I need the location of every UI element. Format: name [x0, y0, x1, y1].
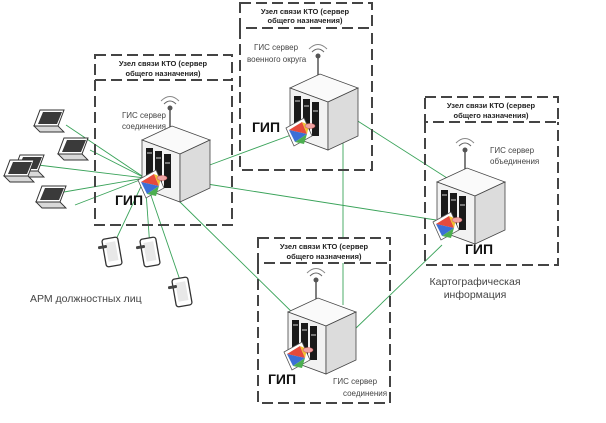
link-bottom-right: [353, 244, 443, 331]
link-laptop-3: [37, 164, 146, 179]
node-bottom: Узел связи КТО (сервер общего назначения…: [257, 237, 391, 404]
server-role: военного округа: [247, 55, 307, 64]
gip-label: ГИП: [268, 371, 296, 387]
node-header: Узел связи КТО (сервер: [119, 59, 208, 68]
node-header-box: [94, 54, 233, 81]
node-top: Узел связи КТО (сервер общего назначения…: [239, 2, 373, 171]
node-header: общего назначения): [454, 111, 529, 120]
node-header-box: [239, 2, 373, 29]
link-tablet-3: [144, 177, 183, 287]
link-laptop-2: [89, 149, 146, 179]
laptop-icon: [35, 185, 67, 209]
node-right: Узел связи КТО (сервер общего назначения…: [424, 96, 559, 266]
carto-label: Картографическая: [429, 276, 520, 288]
tablet-icon: [167, 276, 193, 308]
server-role: объединения: [490, 157, 539, 166]
tablet-icon: [97, 236, 123, 268]
node-frame: [94, 80, 233, 226]
laptop-icon: [57, 137, 89, 161]
link-laptop-1: [65, 124, 146, 179]
server-role: ГИС сервер: [333, 377, 378, 386]
node-header-box: [424, 96, 559, 123]
link-top-right: [352, 117, 448, 179]
link-laptop-5: [74, 177, 146, 206]
server-role: соединения: [343, 389, 387, 398]
server-role: ГИС сервер: [122, 111, 167, 120]
gip-label: ГИП: [465, 241, 493, 257]
link-center-bottom: [179, 201, 301, 321]
gip-label: ГИП: [115, 192, 143, 208]
laptop-icon: [3, 159, 35, 183]
link-tablet-1: [111, 177, 146, 249]
arm-laptops: [3, 109, 89, 209]
server-icon: [283, 267, 357, 375]
node-header: общего назначения): [268, 16, 343, 25]
server-role: соединения: [122, 122, 166, 131]
node-frame: [424, 122, 559, 266]
node-header: Узел связи КТО (сервер: [447, 101, 536, 110]
network-links: [37, 117, 448, 331]
node-center: Узел связи КТО (сервер общего назначения…: [94, 54, 233, 226]
node-header: общего назначения): [287, 252, 362, 261]
arm-label: АРМ должностных лиц: [30, 293, 142, 305]
node-frame: [239, 28, 373, 171]
link-center-right: [206, 183, 437, 221]
node-header: общего назначения): [126, 69, 201, 78]
node-header: Узел связи КТО (сервер: [280, 242, 369, 251]
node-frame: [257, 263, 391, 404]
node-header: Узел связи КТО (сервер: [261, 7, 350, 16]
link-laptop-4: [63, 177, 146, 193]
laptop-icon: [33, 109, 65, 133]
node-header-box: [257, 237, 391, 264]
server-role: ГИС сервер: [254, 43, 299, 52]
server-role: ГИС сервер: [490, 146, 535, 155]
gip-label: ГИП: [252, 119, 280, 135]
tablet-icon: [135, 236, 161, 268]
carto-label: информация: [444, 289, 507, 301]
